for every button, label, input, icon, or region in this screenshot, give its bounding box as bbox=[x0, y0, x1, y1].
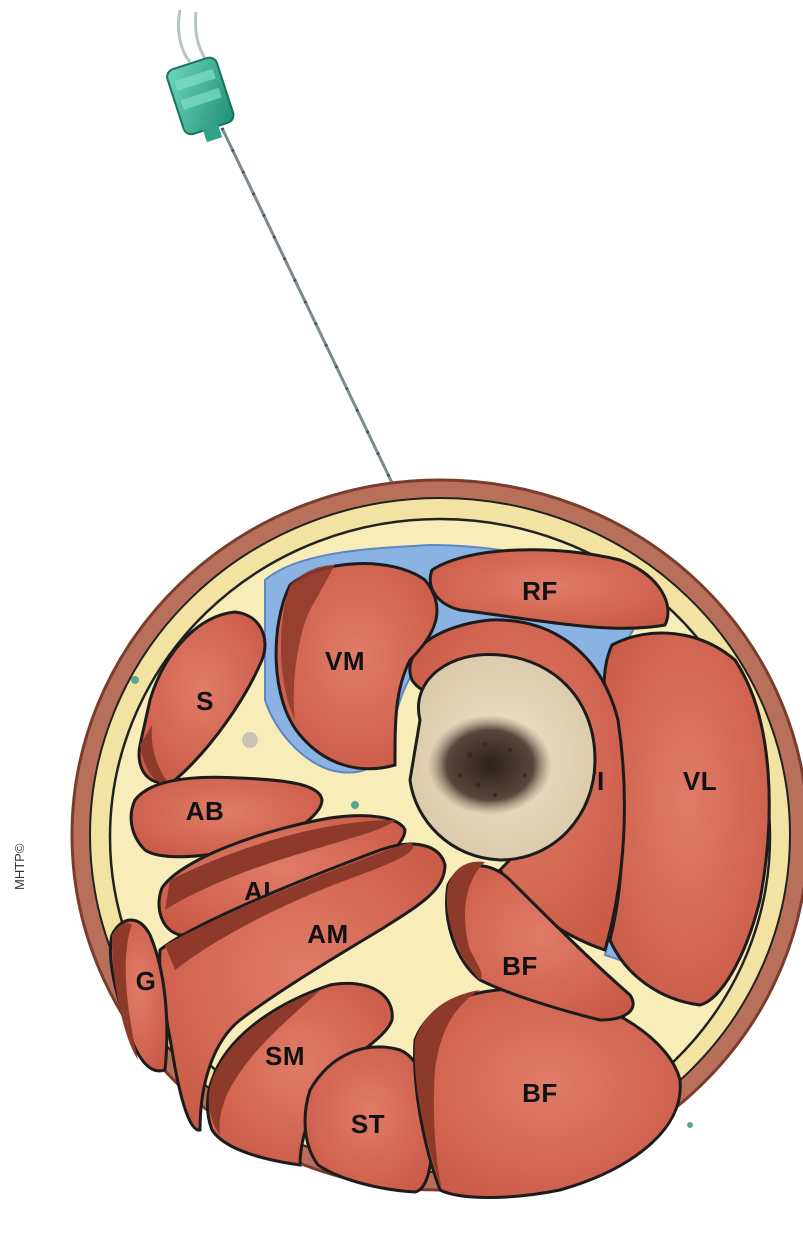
copyright-text: MHTP© bbox=[12, 844, 27, 890]
label-vl: VL bbox=[683, 766, 717, 796]
label-st: ST bbox=[351, 1109, 385, 1139]
label-bf-short: BF bbox=[502, 951, 538, 981]
label-vm: VM bbox=[325, 646, 365, 676]
label-am: AM bbox=[307, 919, 348, 949]
label-bf-long: BF bbox=[522, 1078, 558, 1108]
needle-tubing bbox=[178, 10, 206, 62]
muscle-vl bbox=[604, 633, 769, 1005]
label-g: G bbox=[136, 966, 157, 996]
label-rf: RF bbox=[522, 576, 558, 606]
needle-hub bbox=[165, 56, 239, 148]
thigh-section: RF VL VI VM S AB AL AM bbox=[72, 480, 803, 1198]
label-s: S bbox=[196, 686, 214, 716]
label-sm: SM bbox=[265, 1041, 305, 1071]
label-ab: AB bbox=[186, 796, 225, 826]
femur-marrow bbox=[428, 715, 552, 815]
